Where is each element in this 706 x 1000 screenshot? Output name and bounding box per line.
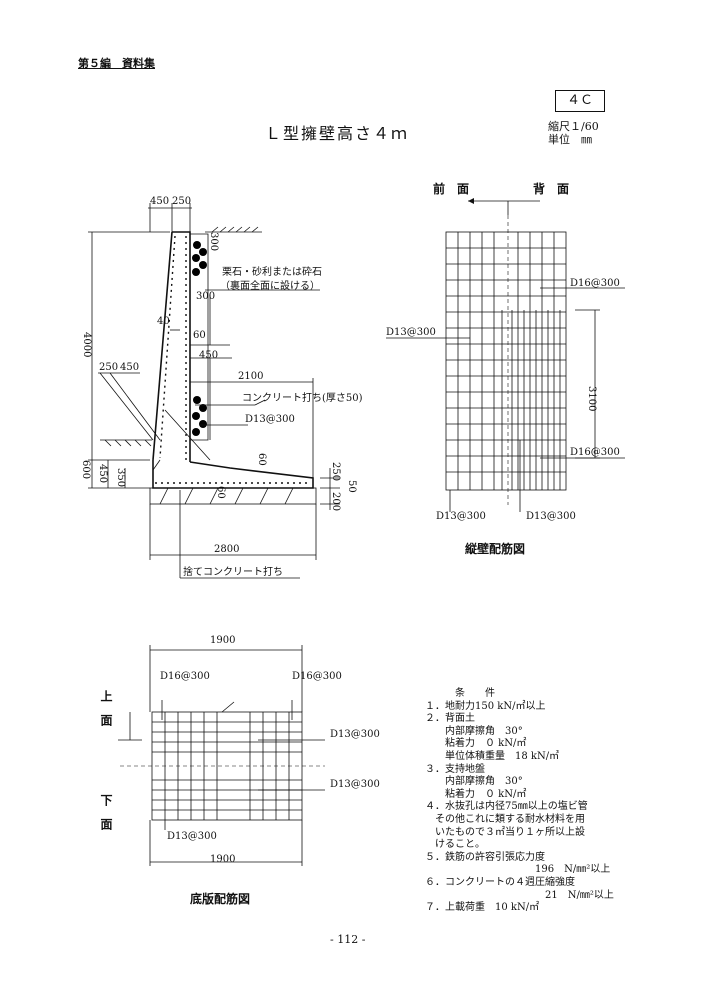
dim-50: 50 [346,480,357,493]
dim-300-vert: 300 [208,232,219,252]
section-header: 第５編 資料集 [78,57,155,70]
base-bar-d13-b: D13@300 [330,779,380,790]
wall-bar-d13-left: D13@300 [386,327,436,338]
dim-4000: 4000 [81,332,92,358]
note-gravel: 栗石・砂利または砕石 [222,267,322,278]
dim-300: 300 [196,291,216,302]
base-bar-d13-c: D13@300 [167,831,217,842]
scale-ratio: 縮尺１/60 [548,120,599,133]
dim-60-base: 60 [215,486,226,499]
base-upper-label: 上 面 [99,690,113,726]
note-bar-d13: D13@300 [245,414,295,425]
base-dim-1900-bot: 1900 [210,854,236,865]
dim-200: 200 [330,492,341,512]
wall-bar-d16-low: D16@300 [570,447,620,458]
scale-unit: 単位 ㎜ [548,133,592,146]
dim-60: 60 [193,330,206,341]
wall-bar-d13-b1: D13@300 [436,511,486,522]
base-bar-d16-a: D16@300 [160,671,210,682]
base-caption: 底版配筋図 [190,892,251,906]
base-bar-d16-b: D16@300 [292,671,342,682]
wall-rebar-grid [386,198,625,512]
drawing-title: Ｌ型擁壁高さ４ｍ [265,124,410,143]
wall-bar-d16-top: D16@300 [570,278,620,289]
wall-back-label: 背 面 [533,182,570,196]
base-dim-1900-top: 1900 [210,635,236,646]
dim-450-left: 450 [120,362,140,373]
wall-dim-3100: 3100 [586,386,597,412]
dim-40: 40 [157,316,170,327]
dim-top-250: 250 [172,196,192,207]
dim-60-slope: 60 [256,453,267,466]
wall-bar-d13-b2: D13@300 [526,511,576,522]
dim-350: 350 [115,468,126,488]
dim-250-right: 250 [330,462,341,482]
dim-2100: 2100 [238,371,264,382]
dim-250: 250 [99,362,119,373]
base-rebar-grid [118,645,325,866]
dim-2800: 2800 [214,544,240,555]
note-lean-concrete: 捨てコンクリート打ち [183,567,283,578]
scale-block: 縮尺１/60 単位 ㎜ [548,120,599,146]
dim-450-base: 450 [97,464,108,484]
wall-front-label: 前 面 [433,182,470,196]
note-concrete: コンクリート打ち(厚さ50) [242,393,363,404]
conditions-list: 条 件 １．地耐力150 kN/㎡以上 ２．背面土 内部摩擦角 30° 粘着力 … [425,688,614,914]
drawing-code-box: ４Ｃ [555,90,605,112]
base-lower-label: 下 面 [99,794,113,830]
note-gravel-sub: （裏面全面に設ける） [220,281,320,292]
dim-450-inner: 450 [199,350,219,361]
base-bar-d13-a: D13@300 [330,729,380,740]
dim-600: 600 [80,460,91,480]
wall-caption: 縦壁配筋図 [465,542,526,556]
retaining-wall-section [88,203,340,579]
dim-top-450: 450 [150,196,170,207]
page-number: - 112 - [330,933,366,946]
